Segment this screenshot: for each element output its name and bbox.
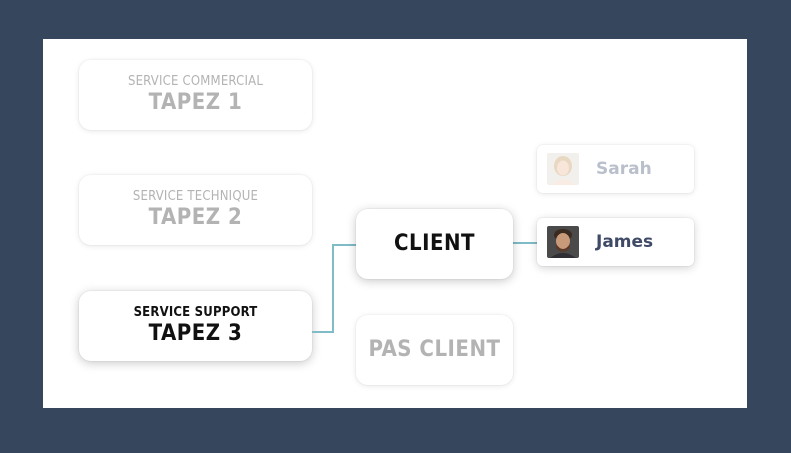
pas-client-node: PAS CLIENT xyxy=(356,315,513,385)
service-technique-label: SERVICE TECHNIQUE xyxy=(132,189,259,204)
service-support-label: SERVICE SUPPORT xyxy=(133,305,258,320)
service-support-node: SERVICE SUPPORT TAPEZ 3 xyxy=(79,291,312,361)
pas-client-label: PAS CLIENT xyxy=(368,337,501,362)
service-support-key: TAPEZ 3 xyxy=(148,321,243,346)
avatar-james xyxy=(547,226,579,258)
agent-name: James xyxy=(596,232,654,252)
agent-name: Sarah xyxy=(596,159,652,179)
service-technique-key: TAPEZ 2 xyxy=(148,205,243,230)
service-commercial-node: SERVICE COMMERCIAL TAPEZ 1 xyxy=(79,60,312,130)
connector-line xyxy=(513,242,538,244)
agent-sarah: Sarah xyxy=(537,145,694,193)
service-technique-node: SERVICE TECHNIQUE TAPEZ 2 xyxy=(79,175,312,245)
client-label: CLIENT xyxy=(393,231,476,256)
avatar-sarah xyxy=(547,153,579,185)
service-commercial-key: TAPEZ 1 xyxy=(148,90,243,115)
connector-line xyxy=(332,244,356,246)
connector-line xyxy=(312,331,334,333)
service-commercial-label: SERVICE COMMERCIAL xyxy=(127,74,264,89)
agent-james: James xyxy=(537,218,694,266)
client-node: CLIENT xyxy=(356,209,513,279)
ivr-diagram: SERVICE COMMERCIAL TAPEZ 1 SERVICE TECHN… xyxy=(43,39,747,408)
connector-line xyxy=(332,244,334,333)
